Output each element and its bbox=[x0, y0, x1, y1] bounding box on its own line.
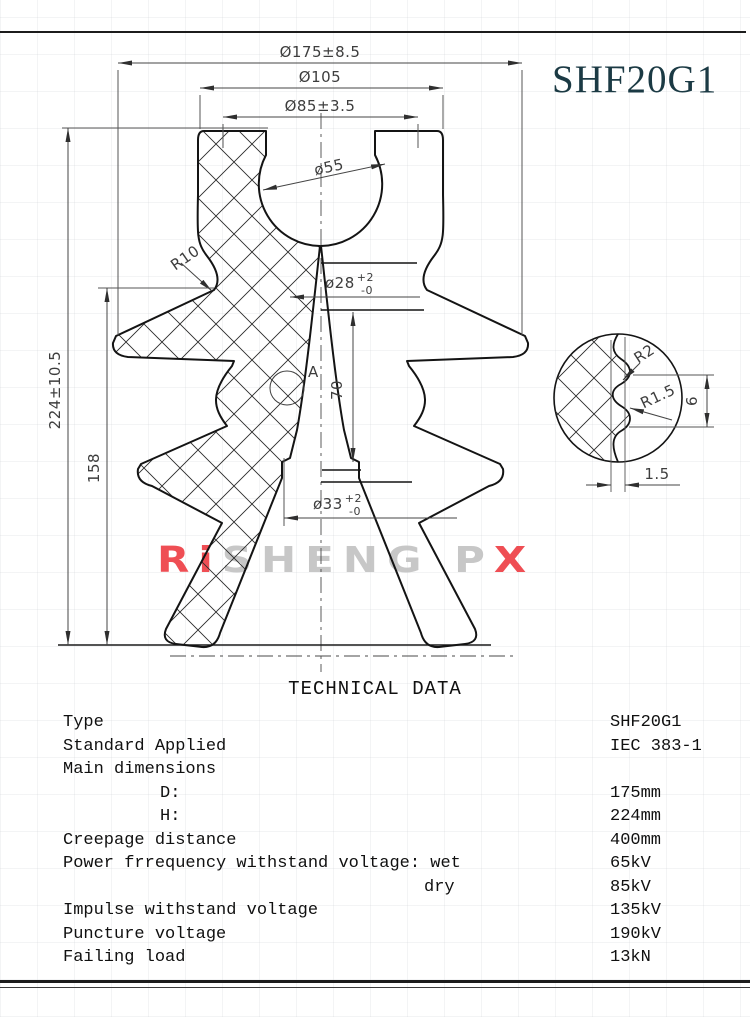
dim-label-dia105: Ø105 bbox=[299, 68, 341, 86]
row-value: 65kV bbox=[610, 854, 651, 873]
dim-label-224: 224±10.5 bbox=[46, 351, 64, 430]
dim-r1-5: R1.5 bbox=[629, 381, 678, 421]
dim-158: 158 bbox=[85, 287, 214, 645]
row-label: Puncture voltage bbox=[63, 924, 227, 944]
row-label: D: bbox=[160, 783, 181, 803]
dia28-value: ø28 bbox=[325, 274, 355, 292]
technical-data-heading: TECHNICAL DATA bbox=[288, 678, 462, 700]
dim-label-6: 6 bbox=[683, 396, 701, 406]
dim-dia105: Ø105 bbox=[199, 68, 444, 129]
row-label: Failing load bbox=[63, 948, 186, 967]
dim-r2: R2 bbox=[622, 341, 658, 381]
table-row: Type SHF20G1 bbox=[0, 711, 750, 735]
dim-label-dia33: ø33+2-0 bbox=[313, 492, 362, 518]
row-value: IEC 383-1 bbox=[610, 736, 702, 756]
section-label-a: A bbox=[308, 363, 319, 381]
row-label: dry bbox=[424, 877, 455, 897]
detail-hatch-area bbox=[554, 334, 630, 462]
table-row: Impulse withstand voltage 135kV bbox=[0, 899, 750, 923]
table-row: D: 175mm bbox=[0, 782, 750, 806]
dim-6: 6 bbox=[629, 374, 714, 428]
row-value: 190kV bbox=[610, 924, 662, 944]
sheet-bottom-border-thick bbox=[0, 980, 750, 983]
row-label: H: bbox=[160, 807, 181, 826]
body-right-outline bbox=[320, 130, 530, 649]
body-left-section bbox=[111, 130, 321, 649]
sheet-bottom-border-thin bbox=[0, 986, 750, 988]
dim-label-dia55: ø55 bbox=[313, 155, 346, 179]
dia33-value: ø33 bbox=[313, 495, 343, 513]
dia28-tol-lower: -0 bbox=[361, 284, 373, 297]
insulator-technical-drawing: Ø175±8.5 Ø105 Ø85±3.5 ø55 R10 ø2 bbox=[46, 43, 714, 672]
table-row: Creepage distance 400mm bbox=[0, 829, 750, 853]
dim-label-r10: R10 bbox=[167, 242, 203, 275]
table-row: H: 224mm bbox=[0, 805, 750, 829]
section-marker-a: A bbox=[269, 363, 319, 406]
dim-label-dia28: ø28+2-0 bbox=[325, 271, 374, 297]
dim-dia33: ø33+2-0 bbox=[283, 458, 457, 526]
dim-label-dia85: Ø85±3.5 bbox=[285, 97, 356, 115]
dim-label-158: 158 bbox=[85, 453, 103, 483]
table-row: Standard Applied IEC 383-1 bbox=[0, 735, 750, 759]
row-value: 85kV bbox=[610, 877, 651, 897]
sheet-top-border bbox=[0, 31, 746, 34]
table-row: Puncture voltage 190kV bbox=[0, 923, 750, 947]
table-row: dry 85kV bbox=[0, 876, 750, 900]
dia33-tol-upper: +2 bbox=[345, 492, 362, 505]
row-label: Creepage distance bbox=[63, 830, 237, 850]
row-value: 135kV bbox=[610, 901, 662, 920]
dim-224: 224±10.5 bbox=[46, 127, 268, 645]
pin-hole-step-lines bbox=[321, 262, 424, 483]
technical-data-section: TECHNICAL DATA Type SHF20G1 Standard App… bbox=[0, 678, 750, 970]
row-label: Power frrequency withstand voltage: wet bbox=[63, 854, 461, 873]
watermark-seg-x: X bbox=[493, 539, 536, 581]
dia33-tol-lower: -0 bbox=[349, 505, 361, 518]
detail-view-a: R2 R1.5 6 1.5 bbox=[553, 333, 714, 492]
dim-1-5: 1.5 bbox=[586, 465, 680, 488]
dim-label-1-5: 1.5 bbox=[644, 465, 669, 483]
dim-label-dia175: Ø175±8.5 bbox=[280, 43, 361, 61]
dim-dia55: ø55 bbox=[262, 155, 386, 191]
dim-label-r1-5: R1.5 bbox=[638, 381, 678, 413]
dia28-tol-upper: +2 bbox=[357, 271, 374, 284]
row-label: Main dimensions bbox=[63, 760, 217, 779]
dim-dia28: ø28+2-0 bbox=[290, 271, 420, 300]
row-label: Impulse withstand voltage bbox=[63, 901, 319, 920]
dim-70: 70 bbox=[328, 312, 356, 462]
main-section-view bbox=[58, 113, 530, 672]
page-title: SHF20G1 bbox=[552, 58, 718, 101]
table-row: Power frrequency withstand voltage: wet … bbox=[0, 852, 750, 876]
watermark-logo: RiSHENG PX bbox=[157, 539, 535, 581]
row-value: 13kN bbox=[610, 948, 651, 967]
row-value: 175mm bbox=[610, 783, 662, 803]
row-value: 400mm bbox=[610, 830, 662, 850]
table-row: Failing load 13kN bbox=[0, 946, 750, 970]
row-value: 224mm bbox=[610, 807, 662, 826]
detail-profile-wave bbox=[611, 333, 631, 463]
dim-label-70: 70 bbox=[328, 380, 346, 400]
dim-dia175: Ø175±8.5 bbox=[117, 43, 523, 335]
row-value: SHF20G1 bbox=[610, 713, 682, 732]
watermark-seg-p: P bbox=[430, 539, 494, 581]
table-row: Main dimensions bbox=[0, 758, 750, 782]
row-label: Type bbox=[63, 713, 104, 732]
row-label: Standard Applied bbox=[63, 736, 227, 756]
